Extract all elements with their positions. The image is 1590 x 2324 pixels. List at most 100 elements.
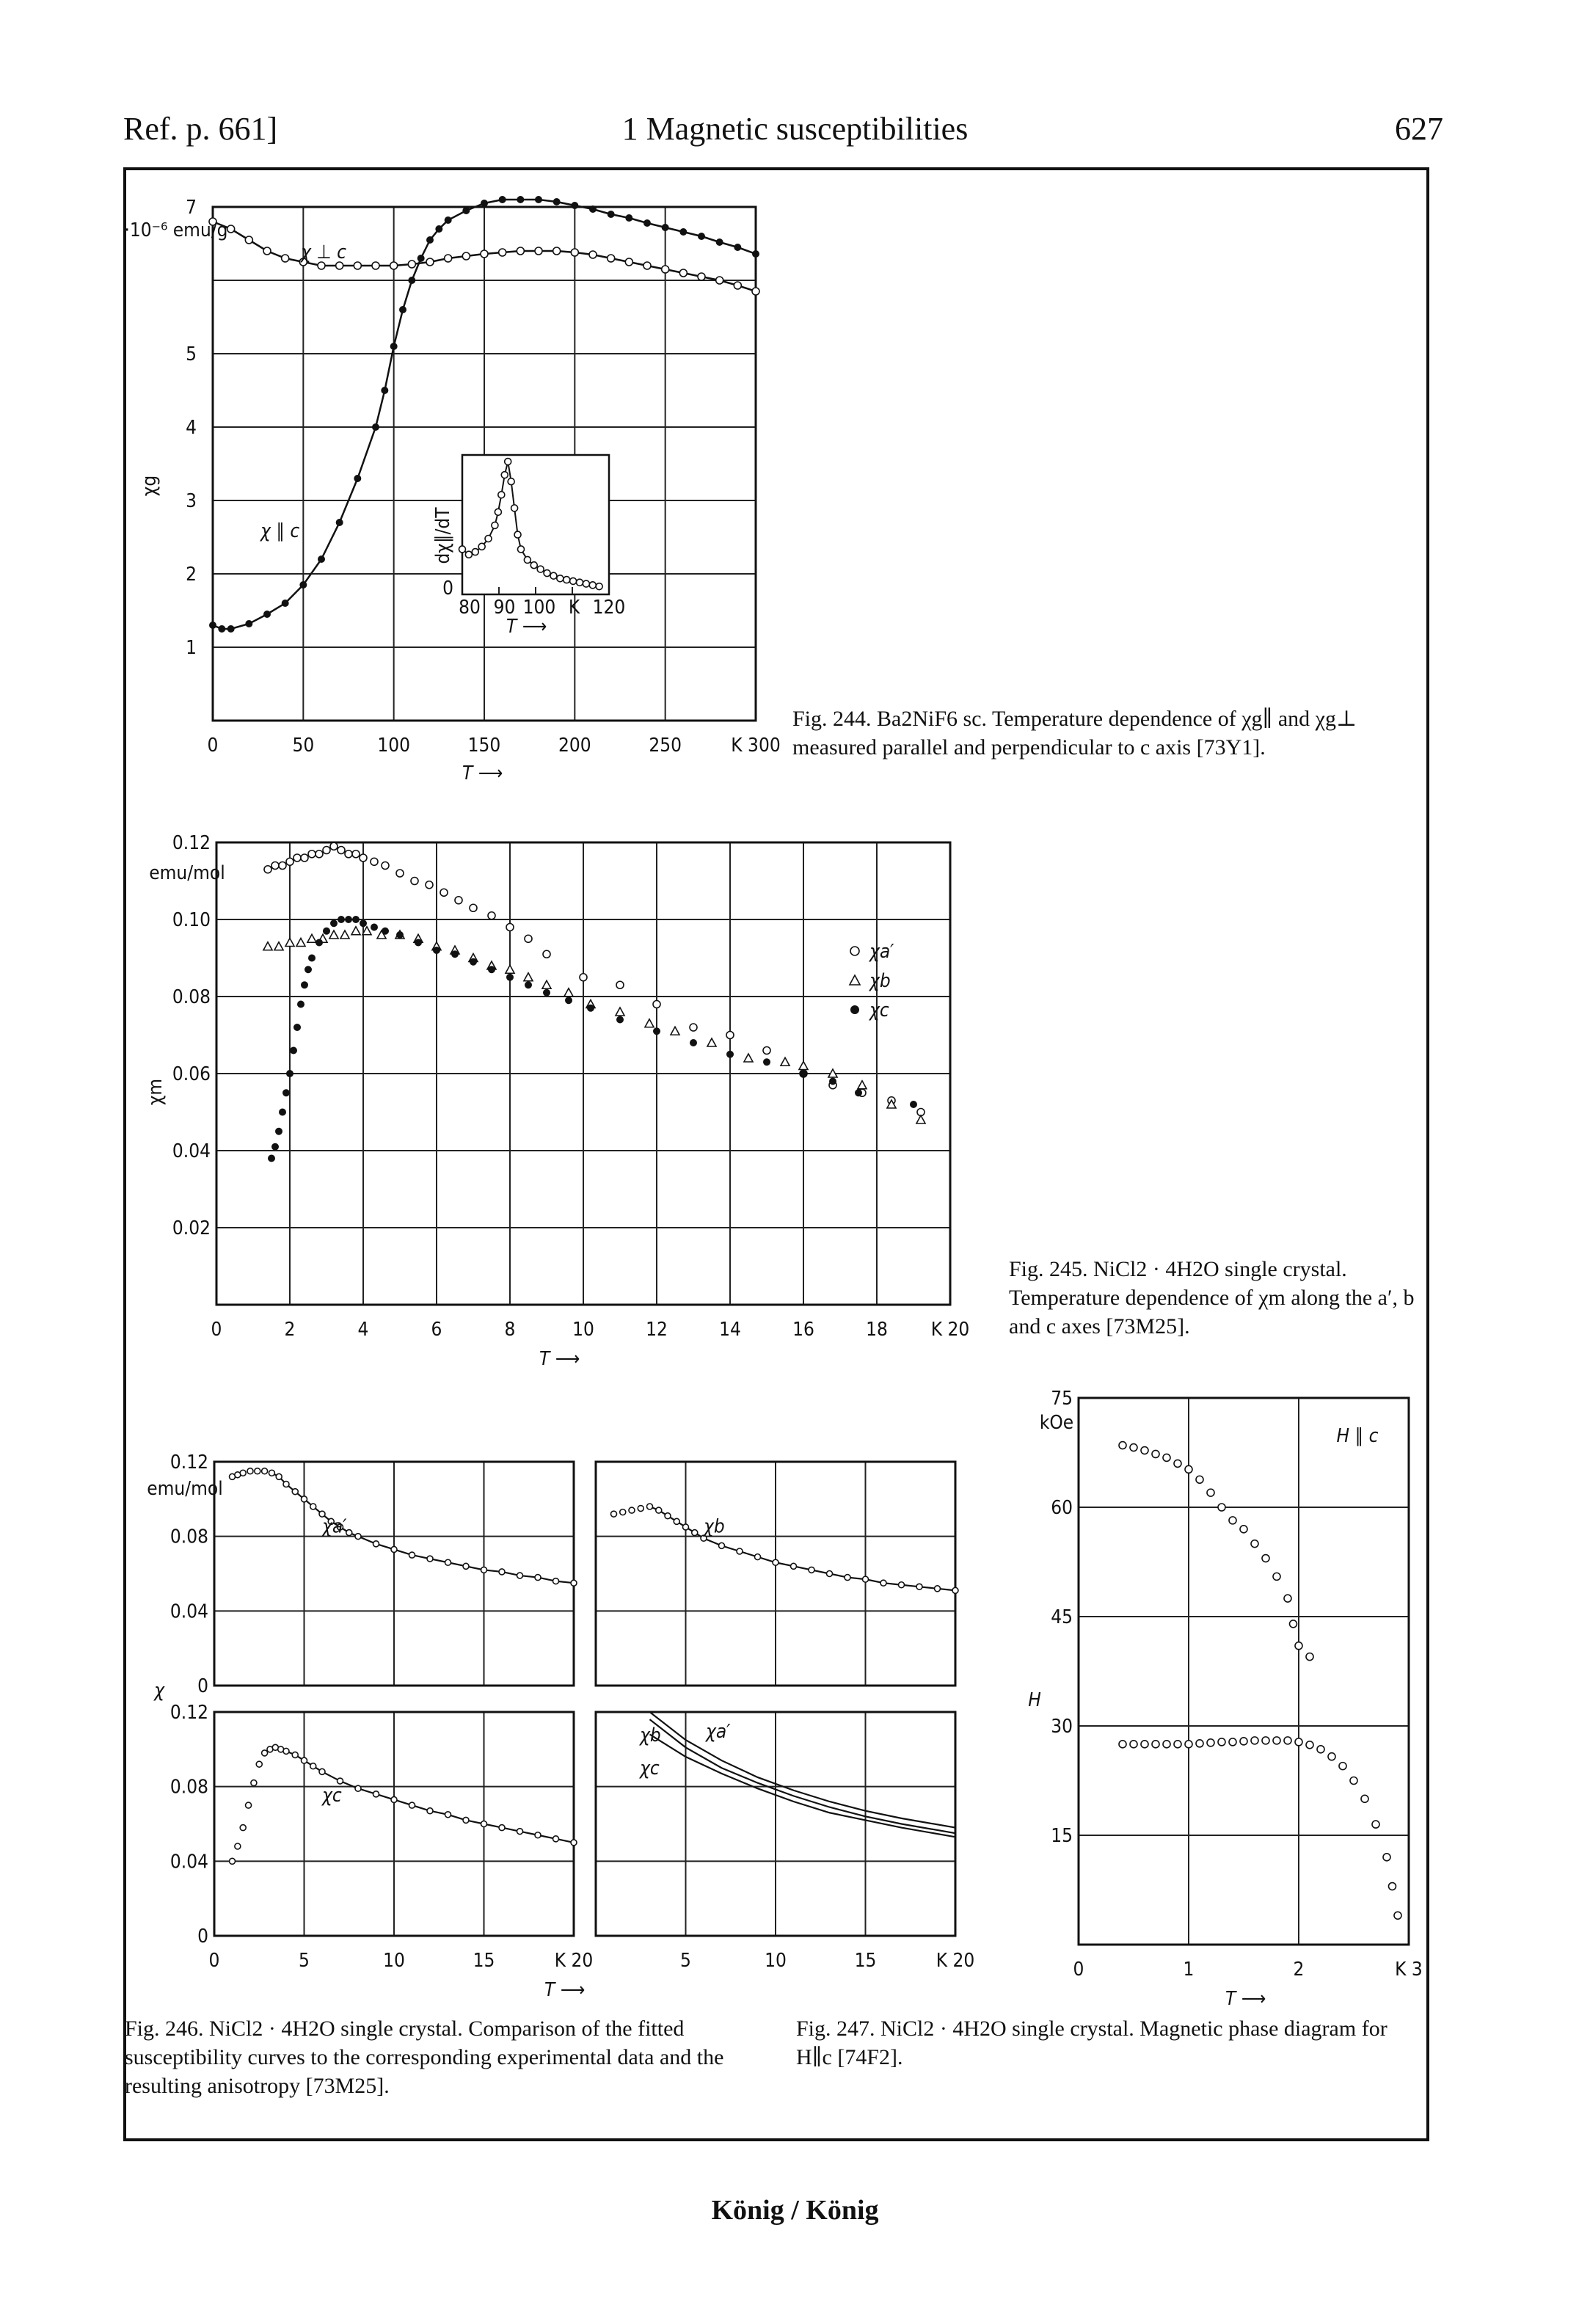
data-point bbox=[690, 1529, 699, 1537]
data-point bbox=[389, 261, 398, 270]
data-point bbox=[464, 550, 473, 559]
data-point bbox=[575, 578, 584, 587]
data-point bbox=[660, 265, 670, 274]
data-point bbox=[689, 1023, 698, 1032]
tick-label: K 20 bbox=[555, 1950, 594, 1972]
data-point bbox=[510, 504, 519, 512]
data-point bbox=[352, 916, 360, 923]
data-point bbox=[444, 216, 452, 224]
plot-border bbox=[1077, 1396, 1410, 1946]
header-ref: Ref. p. 661] bbox=[123, 111, 278, 147]
fig246-series bbox=[228, 1744, 577, 1865]
data-point bbox=[253, 1467, 261, 1475]
data-point bbox=[498, 1568, 506, 1576]
data-point bbox=[390, 1545, 398, 1553]
tick-label: 0 bbox=[209, 1950, 220, 1972]
y-axis-label: χg bbox=[139, 476, 161, 496]
data-point bbox=[335, 261, 344, 270]
data-point bbox=[244, 236, 254, 244]
fig246-plot bbox=[213, 1460, 575, 1687]
data-point bbox=[625, 214, 633, 222]
legend-label: χc bbox=[868, 999, 889, 1021]
data-point bbox=[1338, 1761, 1347, 1771]
fit-curve bbox=[649, 1719, 956, 1835]
field-direction-label: H ∥ c bbox=[1336, 1425, 1378, 1447]
footer-authors: König / König bbox=[711, 2195, 879, 2226]
data-point bbox=[260, 1749, 269, 1757]
data-point bbox=[301, 981, 308, 989]
data-point bbox=[408, 1802, 416, 1809]
data-point bbox=[808, 1566, 815, 1574]
data-point bbox=[372, 1791, 380, 1798]
data-point bbox=[498, 196, 506, 203]
data-point bbox=[1184, 1465, 1193, 1474]
data-point bbox=[550, 572, 558, 580]
data-point bbox=[652, 999, 661, 1009]
y-unit-label: kOe bbox=[1040, 1412, 1073, 1434]
inset-y-label: dχ∥/dT bbox=[432, 507, 454, 564]
data-point bbox=[800, 1070, 807, 1077]
tick-label: 16 bbox=[792, 1319, 814, 1341]
data-point bbox=[462, 252, 471, 261]
data-point bbox=[372, 1540, 380, 1548]
fig246-plot bbox=[594, 1460, 957, 1687]
tick-label: 2 bbox=[1294, 1959, 1305, 1981]
data-point bbox=[480, 249, 489, 258]
data-point bbox=[345, 916, 352, 923]
data-point bbox=[271, 1143, 279, 1151]
data-point bbox=[354, 475, 362, 482]
data-point bbox=[933, 1585, 941, 1592]
data-point bbox=[643, 261, 652, 270]
fig246-plot bbox=[213, 1711, 575, 1937]
tick-label: 120 bbox=[593, 597, 626, 619]
data-point bbox=[443, 254, 453, 263]
data-point bbox=[606, 254, 616, 263]
data-point bbox=[354, 1532, 362, 1540]
curve-label: χa′ bbox=[704, 1721, 731, 1743]
tick-label: 12 bbox=[646, 1319, 668, 1341]
tick-label: 5 bbox=[680, 1950, 691, 1972]
data-point bbox=[595, 582, 603, 591]
data-point bbox=[1371, 1820, 1380, 1829]
data-point bbox=[484, 534, 492, 543]
tick-label: 1 bbox=[186, 637, 197, 659]
data-point bbox=[565, 997, 572, 1005]
data-point bbox=[255, 1760, 263, 1768]
data-point bbox=[209, 622, 216, 629]
fig247-series bbox=[1118, 1440, 1402, 1920]
fit-curve bbox=[269, 1746, 575, 1843]
data-point bbox=[588, 250, 597, 259]
data-point bbox=[372, 423, 379, 431]
data-point bbox=[1382, 1853, 1391, 1862]
tick-label: 200 bbox=[558, 735, 591, 757]
data-point bbox=[534, 1573, 541, 1581]
caption-fig244: Fig. 244. Ba2NiF6 sc. Temperature depend… bbox=[792, 707, 1357, 760]
data-point bbox=[582, 580, 591, 588]
data-point bbox=[371, 923, 378, 931]
tick-label: 100 bbox=[523, 597, 556, 619]
data-point bbox=[239, 1824, 247, 1832]
data-point bbox=[218, 625, 226, 633]
data-point bbox=[516, 1572, 524, 1579]
data-point bbox=[1118, 1740, 1127, 1749]
data-point bbox=[244, 1802, 252, 1809]
data-point bbox=[351, 849, 360, 859]
data-point bbox=[1118, 1440, 1127, 1450]
data-point bbox=[570, 1839, 577, 1846]
data-point bbox=[654, 1507, 663, 1514]
tick-label: 0 bbox=[197, 1675, 208, 1697]
data-point bbox=[751, 287, 760, 296]
data-point bbox=[300, 853, 309, 862]
data-point bbox=[281, 600, 289, 607]
data-point bbox=[336, 1523, 344, 1531]
curve-label: χc bbox=[321, 1785, 342, 1807]
tick-label: 250 bbox=[649, 735, 682, 757]
data-point bbox=[1261, 1553, 1270, 1563]
tick-label: 0.10 bbox=[172, 909, 211, 931]
data-point bbox=[353, 261, 362, 270]
tick-label: 6 bbox=[431, 1319, 442, 1341]
data-point bbox=[752, 250, 759, 258]
data-point bbox=[1387, 1882, 1397, 1891]
data-point bbox=[1349, 1776, 1358, 1785]
y-unit-label: ·10⁻⁶ emu/g bbox=[124, 219, 227, 241]
